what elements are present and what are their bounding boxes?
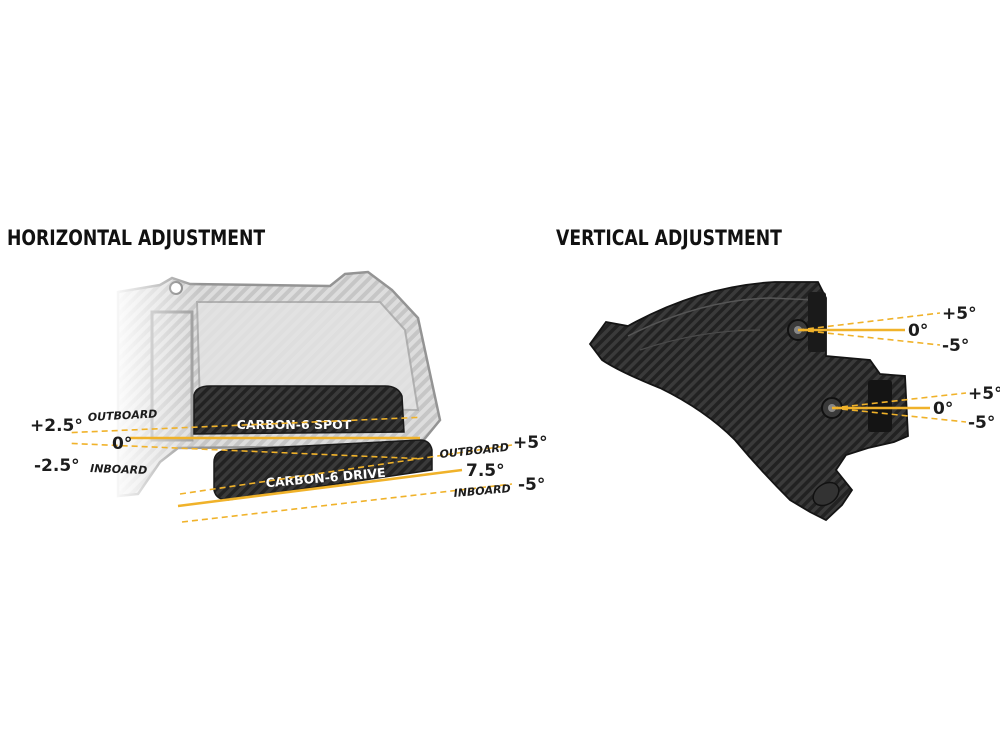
upper-down-angle: -5° [942, 336, 969, 356]
spot-outboard-angle: +2.5° [30, 416, 83, 436]
drive-outboard-tag: OUTBOARD [439, 441, 510, 461]
lower-beam-lines [831, 392, 967, 423]
spot-beam-lines [71, 416, 420, 460]
upper-down-line [797, 329, 941, 346]
spot-outboard-line [71, 416, 420, 434]
spot-center-angle: 0° [112, 434, 132, 454]
drive-outboard-angle: +5° [513, 433, 548, 453]
drive-lamp-body: CARBON-6 DRIVE [213, 439, 433, 501]
drive-inboard-line [181, 483, 513, 523]
horizontal-adjustment-title: HORIZONTAL ADJUSTMENT [7, 226, 266, 250]
lower-center-angle: 0° [933, 399, 953, 419]
upper-beam-lines [797, 312, 941, 346]
lower-up-angle: +5° [968, 384, 1000, 404]
vertical-adjustment-title: VERTICAL ADJUSTMENT [556, 226, 782, 250]
drive-center-angle: 7.5° [466, 461, 505, 481]
spot-product-label: CARBON-6 SPOT [237, 417, 352, 432]
lower-up-line [831, 392, 967, 409]
lower-down-line [831, 407, 967, 423]
spot-outboard-tag: OUTBOARD [87, 407, 157, 424]
lower-down-angle: -5° [968, 413, 995, 433]
drive-outboard-line [179, 444, 513, 495]
horizontal-housing [110, 270, 442, 510]
vertical-housing [588, 281, 909, 522]
spot-inboard-tag: INBOARD [90, 462, 148, 477]
drive-beam-lines [177, 444, 513, 523]
upper-center-angle: 0° [908, 321, 928, 341]
upper-up-angle: +5° [942, 304, 977, 324]
upper-up-line [797, 312, 941, 331]
spot-inboard-angle: -2.5° [34, 456, 80, 476]
drive-center-line [177, 468, 463, 508]
drive-inboard-tag: INBOARD [453, 482, 511, 500]
spot-inboard-line [71, 442, 420, 460]
spot-lamp-body: CARBON-6 SPOT [193, 385, 405, 435]
drive-inboard-angle: -5° [518, 475, 545, 495]
